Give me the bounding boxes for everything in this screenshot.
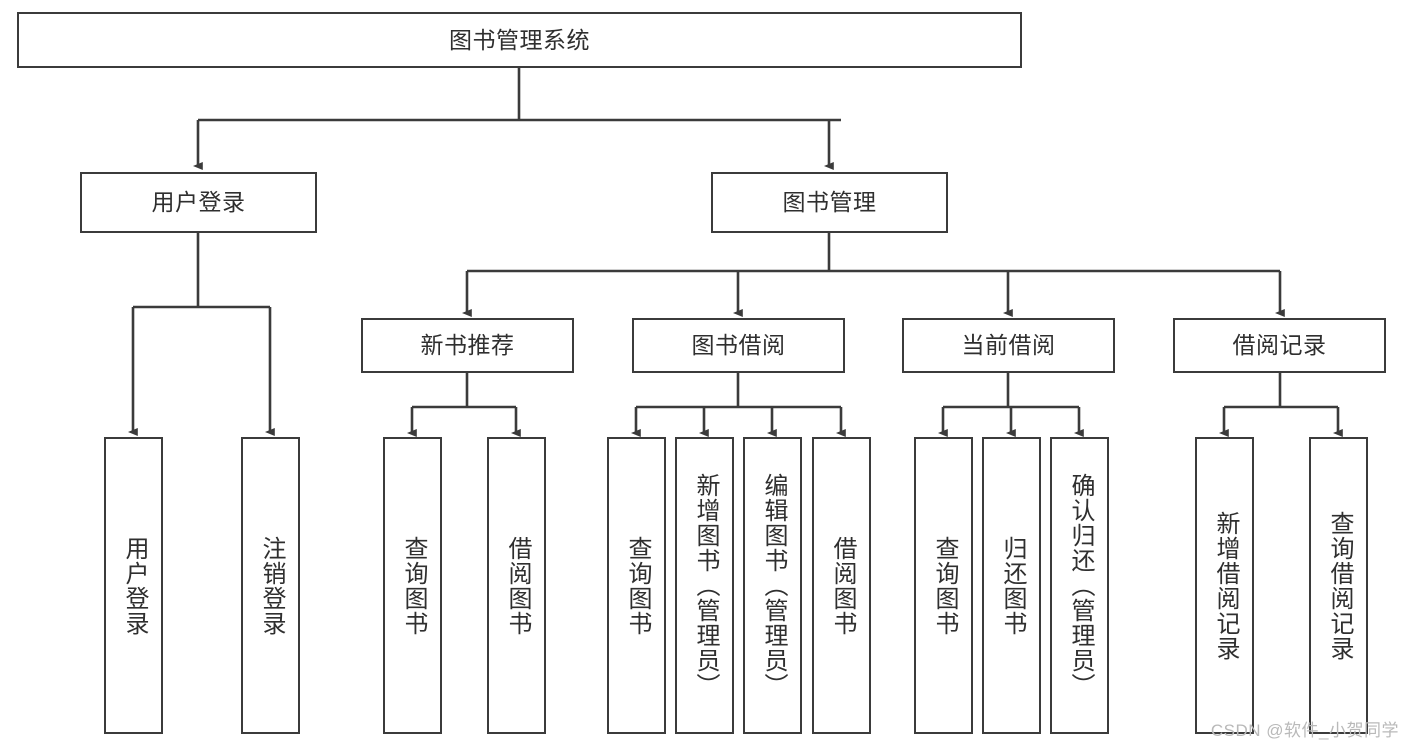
node-leaf-borrow-book-label: 借阅图书 [828, 535, 856, 636]
node-leaf-user-login[interactable]: 用户登录 [104, 437, 163, 734]
node-leaf-query-borrow-record-label: 查询借阅记录 [1325, 510, 1353, 661]
node-leaf-user-login-label: 用户登录 [120, 535, 148, 636]
node-new-book-recommend[interactable]: 新书推荐 [361, 318, 574, 373]
node-book-borrow[interactable]: 图书借阅 [632, 318, 845, 373]
node-book-borrow-label: 图书借阅 [691, 332, 786, 359]
node-book-management-label: 图书管理 [782, 189, 877, 216]
node-new-book-recommend-label: 新书推荐 [420, 332, 515, 359]
node-current-borrow[interactable]: 当前借阅 [902, 318, 1115, 373]
node-leaf-borrow-book-new-label: 借阅图书 [503, 535, 531, 636]
node-leaf-borrow-book[interactable]: 借阅图书 [812, 437, 871, 734]
node-user-login[interactable]: 用户登录 [80, 172, 317, 233]
node-leaf-logout-label: 注销登录 [257, 535, 285, 636]
node-leaf-logout[interactable]: 注销登录 [241, 437, 300, 734]
node-leaf-query-book-new[interactable]: 查询图书 [383, 437, 442, 734]
node-leaf-query-book-new-label: 查询图书 [399, 535, 427, 636]
csdn-watermark: CSDN @软件_小贺同学 [1210, 721, 1399, 740]
node-leaf-confirm-return-label: 确认归还（管理员） [1066, 473, 1094, 698]
node-leaf-add-borrow-record[interactable]: 新增借阅记录 [1195, 437, 1254, 734]
node-leaf-query-book-borrow[interactable]: 查询图书 [607, 437, 666, 734]
node-leaf-return-book[interactable]: 归还图书 [982, 437, 1041, 734]
node-leaf-edit-book[interactable]: 编辑图书（管理员） [743, 437, 802, 734]
node-borrow-record-label: 借阅记录 [1232, 332, 1327, 359]
node-leaf-return-book-label: 归还图书 [998, 535, 1026, 636]
node-leaf-add-book[interactable]: 新增图书（管理员） [675, 437, 734, 734]
node-root-label: 图书管理系统 [449, 26, 590, 53]
node-leaf-query-book-current-label: 查询图书 [930, 535, 958, 636]
node-user-login-label: 用户登录 [151, 189, 246, 216]
node-current-borrow-label: 当前借阅 [961, 332, 1056, 359]
node-book-management[interactable]: 图书管理 [711, 172, 948, 233]
node-leaf-edit-book-label: 编辑图书（管理员） [759, 473, 787, 698]
node-leaf-query-borrow-record[interactable]: 查询借阅记录 [1309, 437, 1368, 734]
node-leaf-add-book-label: 新增图书（管理员） [691, 473, 719, 698]
node-leaf-query-book-borrow-label: 查询图书 [623, 535, 651, 636]
node-leaf-add-borrow-record-label: 新增借阅记录 [1211, 510, 1239, 661]
node-leaf-query-book-current[interactable]: 查询图书 [914, 437, 973, 734]
node-leaf-borrow-book-new[interactable]: 借阅图书 [487, 437, 546, 734]
node-leaf-confirm-return[interactable]: 确认归还（管理员） [1050, 437, 1109, 734]
node-root-book-management-system[interactable]: 图书管理系统 [17, 12, 1022, 68]
node-borrow-record[interactable]: 借阅记录 [1173, 318, 1386, 373]
